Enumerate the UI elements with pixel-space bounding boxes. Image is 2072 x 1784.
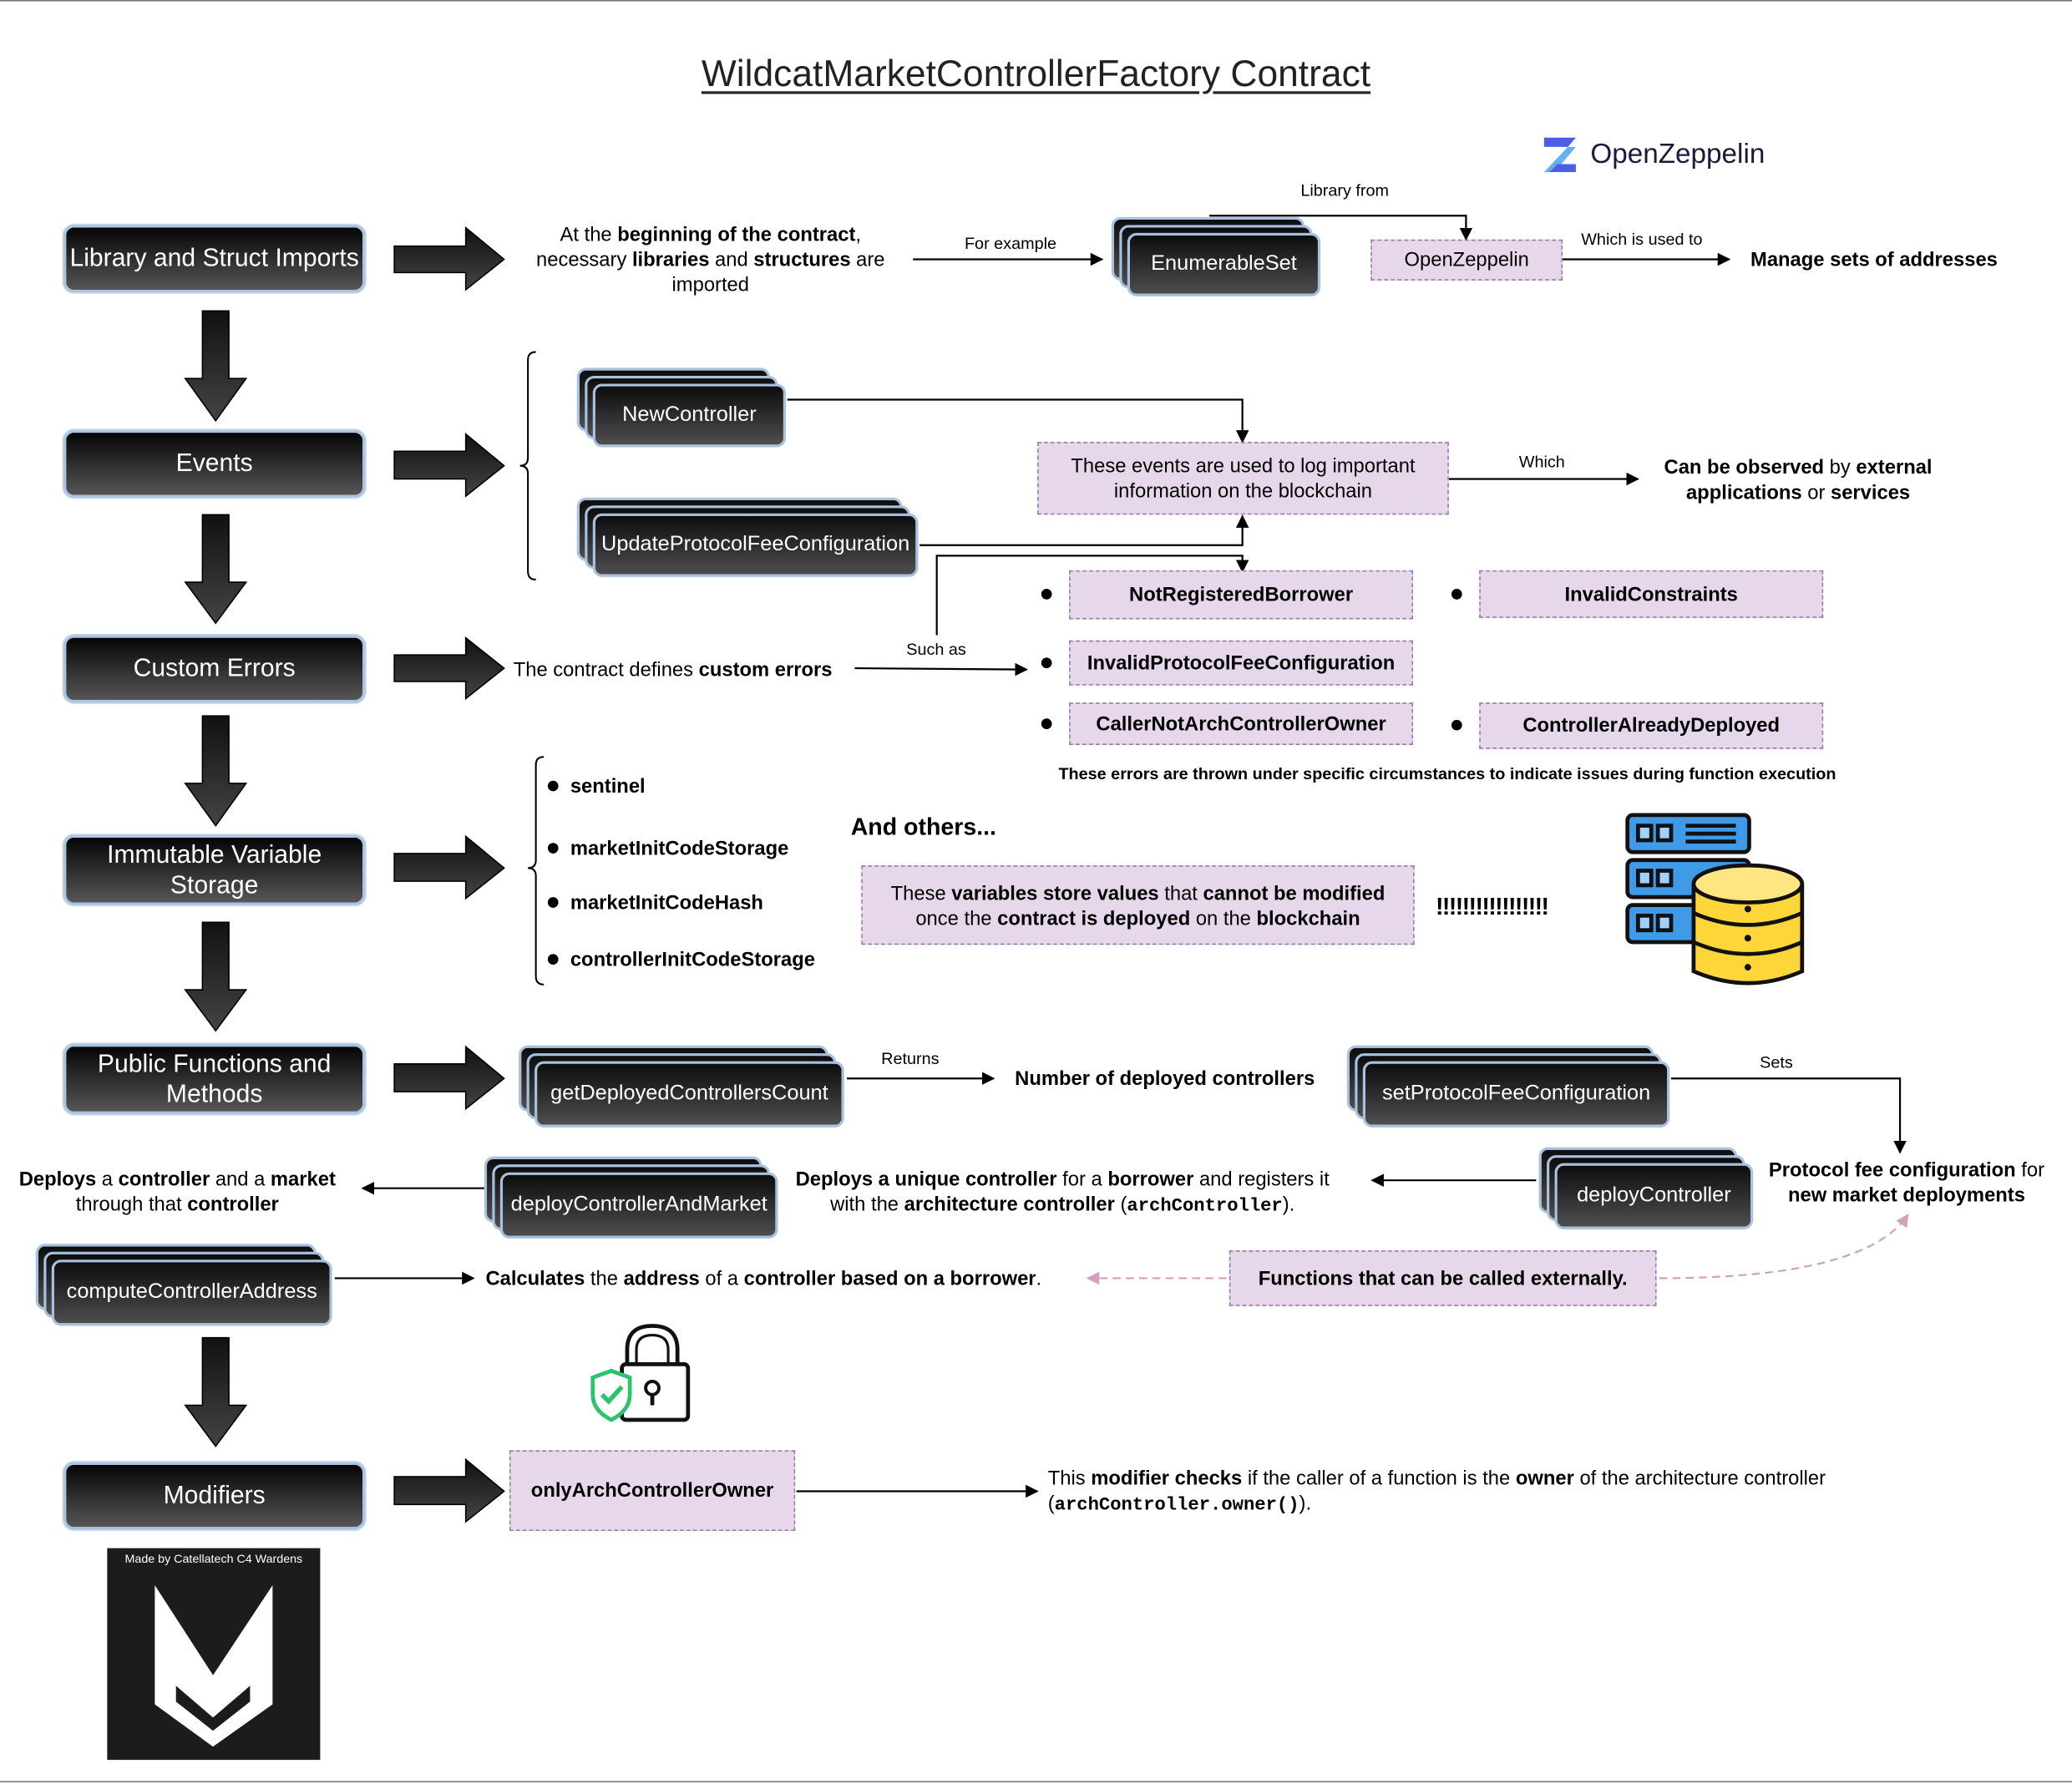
deploy-cm-desc: Deploys a controller and a market throug… xyxy=(18,1168,336,1216)
newcontroller-stack: NewController xyxy=(576,367,792,449)
var-controller-init-code-storage: controllerInitCodeStorage xyxy=(570,948,815,971)
fee-config-text: Protocol fee configuration for new marke… xyxy=(1768,1158,2045,1207)
deploy-controller-desc: Deploys a unique controller for a borrow… xyxy=(795,1168,1330,1218)
deploy-controller-stack: deployController xyxy=(1538,1147,1759,1232)
bullet xyxy=(1041,589,1052,600)
database-server-icon xyxy=(1625,813,1805,986)
flow-right-arrows xyxy=(393,226,505,1523)
error-controller-already-deployed: ControllerAlreadyDeployed xyxy=(1479,702,1824,749)
error-invalid-protocol-fee: InvalidProtocolFeeConfiguration xyxy=(1069,640,1414,686)
update-fee-stack: UpdateProtocolFeeConfiguration xyxy=(576,497,924,580)
compute-controller-address-box: computeControllerAddress xyxy=(51,1259,332,1326)
lock-shield-icon xyxy=(590,1324,691,1422)
var-market-init-code-storage: marketInitCodeStorage xyxy=(570,837,789,860)
bullet xyxy=(1451,719,1462,731)
enumerableset-box: EnumerableSet xyxy=(1127,232,1321,296)
openzeppelin-logo xyxy=(1542,135,1578,181)
errors-note: These errors are thrown under specific c… xyxy=(1058,764,1836,783)
error-caller-not-owner: CallerNotArchControllerOwner xyxy=(1069,702,1414,745)
set-fee-stack: setProtocolFeeConfiguration xyxy=(1346,1045,1675,1130)
var-sentinel: sentinel xyxy=(570,775,646,798)
section-imports: Library and Struct Imports xyxy=(63,225,366,293)
bullet xyxy=(1041,657,1052,669)
returns-label: Returns xyxy=(881,1049,940,1068)
bullet xyxy=(547,843,559,854)
newcontroller-box: NewController xyxy=(592,383,787,448)
openzeppelin-box: OpenZeppelin xyxy=(1370,239,1563,281)
error-invalid-constraints: InvalidConstraints xyxy=(1479,570,1824,618)
errors-description: The contract defines custom errors xyxy=(513,658,833,682)
library-from-label: Library from xyxy=(1300,181,1390,200)
events-purpose-box: These events are used to log important i… xyxy=(1037,442,1449,515)
bullet xyxy=(547,780,559,792)
deploy-controller-and-market-stack: deployControllerAndMarket xyxy=(484,1156,783,1241)
modifier-description: This modifier checks if the caller of a … xyxy=(1047,1467,1826,1517)
top-border xyxy=(0,0,2072,2)
observed-text: Can be observed by external applications… xyxy=(1664,456,1933,504)
deploy-controller-and-market-box: deployControllerAndMarket xyxy=(499,1172,778,1239)
section-modifiers: Modifiers xyxy=(63,1462,366,1530)
catellatech-logo: Made by Catellatech C4 Wardens xyxy=(107,1548,321,1761)
credit-text: Made by Catellatech C4 Wardens xyxy=(124,1552,303,1566)
get-count-stack: getDeployedControllersCount xyxy=(519,1045,849,1130)
number-deployed-text: Number of deployed controllers xyxy=(1015,1067,1315,1091)
external-functions-box: Functions that can be called externally. xyxy=(1229,1250,1657,1306)
which-label: Which xyxy=(1518,452,1565,472)
compute-desc: Calculates the address of a controller b… xyxy=(485,1267,1042,1290)
compute-address-stack: computeControllerAddress xyxy=(35,1244,337,1328)
for-example-label: For example xyxy=(964,234,1057,253)
bullet xyxy=(1451,589,1462,600)
imports-description: At the beginning of the contract, necess… xyxy=(536,223,885,296)
such-as-label: Such as xyxy=(906,640,966,659)
deploy-controller-box: deployController xyxy=(1554,1163,1754,1229)
openzeppelin-mark-icon xyxy=(1543,137,1576,172)
section-custom-errors: Custom Errors xyxy=(63,635,366,703)
bullet xyxy=(547,897,559,908)
section-public-functions: Public Functions and Methods xyxy=(63,1044,366,1114)
exclamation-marks: !!!!!!!!!!!!!!!!! xyxy=(1435,893,1549,920)
error-not-registered-borrower: NotRegisteredBorrower xyxy=(1069,570,1414,620)
section-immutable-storage: Immutable Variable Storage xyxy=(63,834,366,905)
immutable-note-box: These variables store values that cannot… xyxy=(861,865,1415,945)
warden-mark-icon xyxy=(155,1584,273,1747)
flow-down-arrows xyxy=(184,310,248,1447)
openzeppelin-logo-text: OpenZeppelin xyxy=(1590,139,1766,170)
manage-sets-text: Manage sets of addresses xyxy=(1750,248,1998,271)
only-arch-controller-owner-box: onlyArchControllerOwner xyxy=(509,1450,796,1532)
diagram-title: WildcatMarketControllerFactory Contract xyxy=(701,53,1371,94)
and-others-label: And others... xyxy=(850,813,997,841)
sets-label: Sets xyxy=(1760,1053,1793,1072)
bottom-border xyxy=(0,1781,2072,1783)
set-protocol-fee-configuration-box: setProtocolFeeConfiguration xyxy=(1362,1061,1670,1128)
bullet xyxy=(547,954,559,965)
var-market-init-code-hash: marketInitCodeHash xyxy=(570,891,763,915)
bullet xyxy=(1041,718,1052,729)
which-is-used-to-label: Which is used to xyxy=(1581,230,1703,249)
enumerableset-stack: EnumerableSet xyxy=(1111,216,1323,299)
get-deployed-controllers-count-box: getDeployedControllersCount xyxy=(534,1061,844,1128)
update-fee-box: UpdateProtocolFeeConfiguration xyxy=(592,513,919,577)
section-events: Events xyxy=(63,429,366,498)
